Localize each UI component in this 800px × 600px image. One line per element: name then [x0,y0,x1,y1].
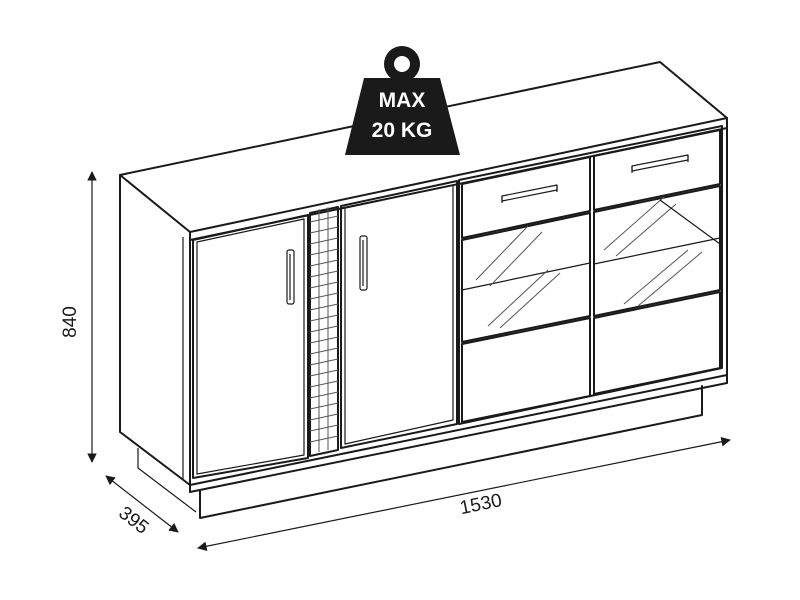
cabinet [119,61,728,519]
kettlebell-icon [345,46,460,155]
bottom-panel-right [593,291,721,395]
cabinet-plinth [199,385,703,519]
height-label: 840 [60,306,81,338]
lattice-panel [309,206,339,457]
cabinet-bottom-edge [189,374,728,493]
width-dimension: 1530 [197,437,731,551]
cabinet-left-side [119,174,191,486]
glass-door-right [593,185,721,317]
depth-dimension: 395 [105,475,179,539]
weight-line-2: 20 KG [372,119,433,142]
bottom-panel-left [461,317,591,423]
weight-line-1: MAX [379,89,426,112]
glass-door-left [461,212,591,343]
drawer-right-handle [631,154,689,173]
drawer-left-handle [501,184,558,203]
height-dimension: 840 [60,171,97,463]
middle-door-handle [359,235,368,291]
drawer-left [461,156,591,239]
drawer-right [593,129,721,211]
right-section [458,125,723,425]
middle-door [340,180,458,449]
weight-badge: MAX 20 KG [345,46,460,155]
left-door-handle [286,249,295,305]
left-door [192,214,309,479]
width-label: 1530 [458,490,504,519]
